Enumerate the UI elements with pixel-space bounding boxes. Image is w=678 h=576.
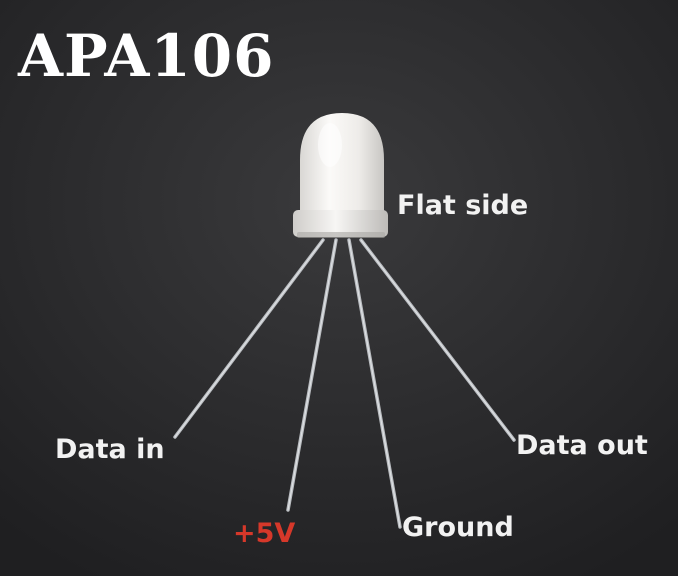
flat-side-label: Flat side: [397, 190, 529, 221]
led-dome: [300, 113, 384, 213]
page-title: APA106: [18, 22, 275, 90]
lead-wires: [173, 238, 516, 529]
data-in-label: Data in: [55, 434, 165, 465]
led-flange: [293, 210, 388, 237]
data-out-label: Data out: [516, 430, 648, 461]
vcc-label: +5V: [233, 518, 296, 549]
ground-label: Ground: [402, 512, 514, 543]
led-body: [293, 113, 388, 238]
